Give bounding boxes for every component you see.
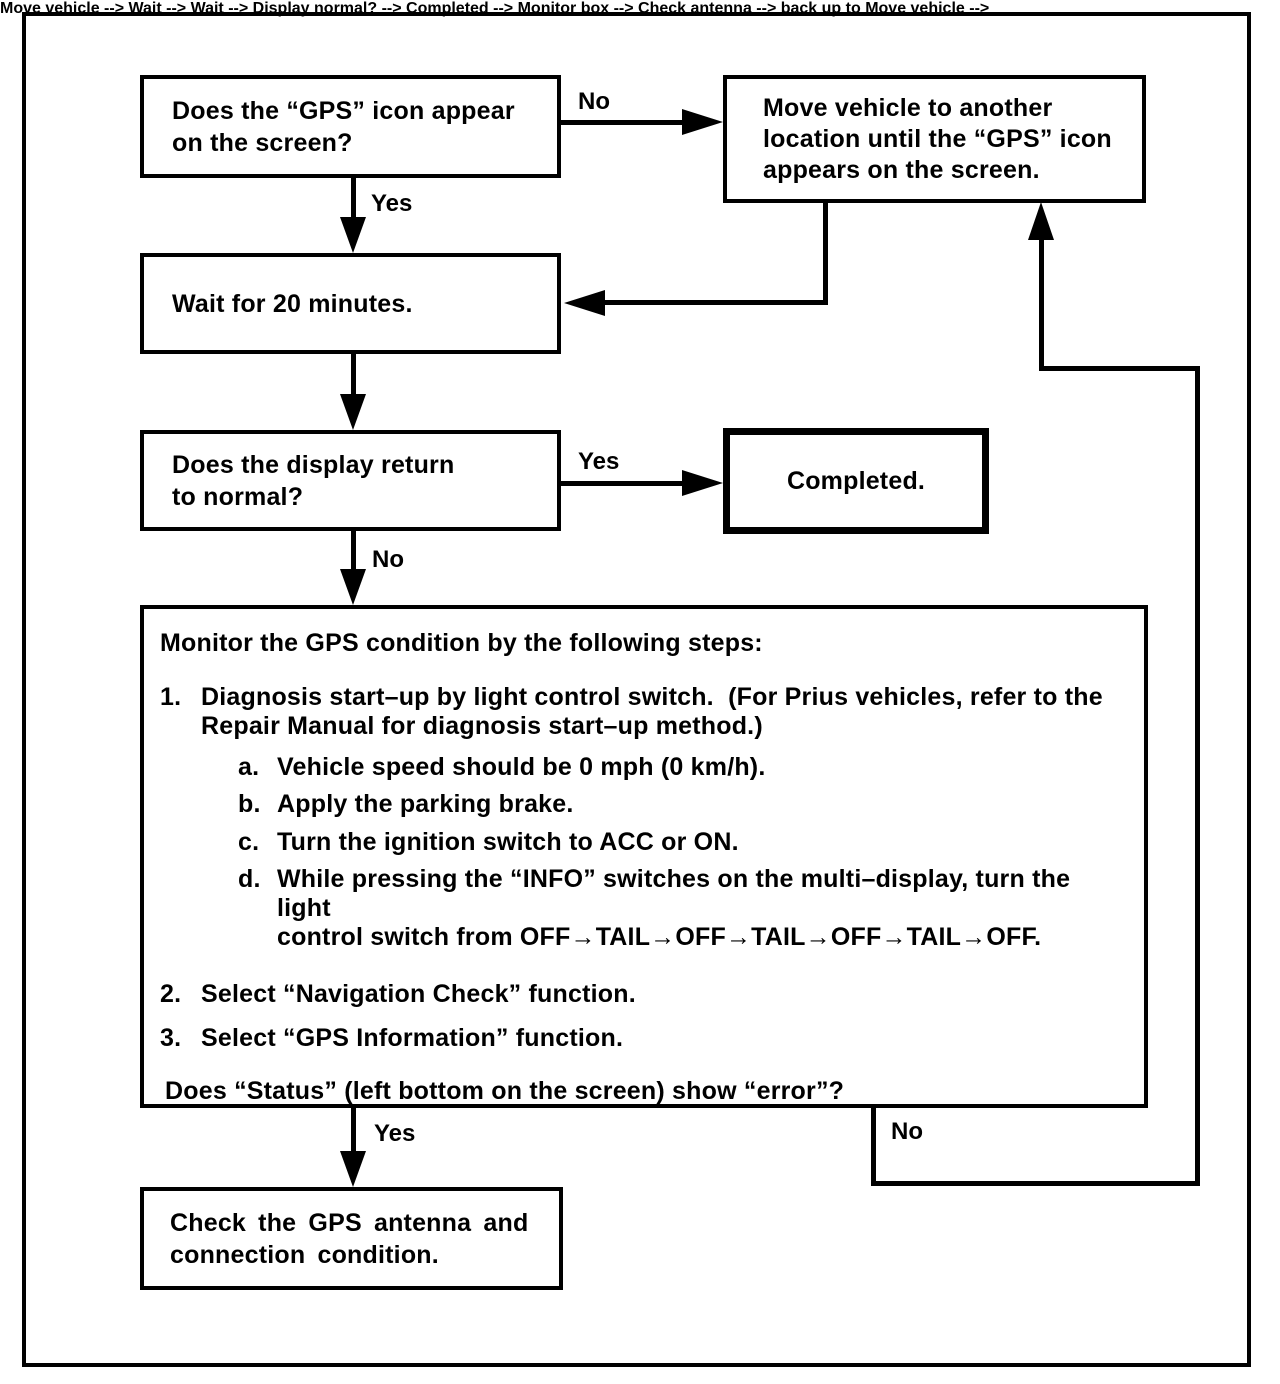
- connector-status-no-drop-line: [871, 1108, 876, 1186]
- process-move-vehicle-text: Move vehicle to another location until t…: [763, 93, 1112, 184]
- terminal-completed-box: Completed.: [723, 428, 989, 534]
- process-wait-box: Wait for 20 minutes.: [140, 253, 561, 354]
- outer-frame: [22, 12, 1251, 1367]
- process-monitor-gps-box: Monitor the GPS condition by the followi…: [140, 605, 1148, 1108]
- arrow-up-icon: [1028, 202, 1054, 240]
- arrow-down-icon: [340, 1151, 366, 1187]
- arrow-left-icon: [564, 290, 605, 316]
- connector-display-no-line: [351, 530, 356, 571]
- connector-gps-yes-line: [351, 177, 356, 219]
- decision-display-normal-text: Does the display return to normal?: [172, 450, 455, 511]
- connector-status-no-bottom-line: [871, 1181, 1200, 1186]
- connector-status-yes-line: [351, 1108, 356, 1153]
- decision-gps-icon-box: Does the “GPS” icon appear on the screen…: [140, 75, 561, 178]
- decision-display-normal-box: Does the display return to normal?: [140, 430, 561, 531]
- connector-status-no-up-line: [1039, 238, 1044, 371]
- monitor-substep-a: a. Vehicle speed should be 0 mph (0 km/h…: [238, 753, 766, 781]
- arrow-right-icon: [682, 470, 723, 496]
- monitor-substep-c: c. Turn the ignition switch to ACC or ON…: [238, 828, 739, 856]
- monitor-step-2: 2. Select “Navigation Check” function.: [160, 980, 636, 1008]
- label-gps-icon-yes: Yes: [371, 190, 413, 217]
- monitor-substep-d: d. While pressing the “INFO” switches on…: [238, 865, 1071, 951]
- arrow-down-icon: [340, 569, 366, 605]
- label-status-no: No: [891, 1118, 923, 1145]
- connector-status-no-riser-line: [1195, 366, 1200, 1186]
- arrow-right-icon: [682, 109, 723, 135]
- arrow-down-icon: [340, 394, 366, 430]
- decision-gps-icon-text: Does the “GPS” icon appear on the screen…: [172, 96, 515, 157]
- process-check-antenna-box: Check the GPS antenna and connection con…: [140, 1187, 563, 1290]
- connector-display-yes-line: [560, 481, 684, 486]
- connector-move-vehicle-drop-line: [823, 200, 828, 303]
- monitor-status-question: Does “Status” (left bottom on the screen…: [165, 1077, 845, 1105]
- label-gps-icon-no: No: [578, 88, 610, 115]
- process-wait-text: Wait for 20 minutes.: [172, 289, 413, 318]
- process-move-vehicle-box: Move vehicle to another location until t…: [723, 75, 1146, 203]
- connector-status-no-top-line: [1039, 366, 1200, 371]
- connector-gps-no-line: [560, 120, 684, 125]
- label-status-yes: Yes: [374, 1120, 416, 1147]
- terminal-completed-text: Completed.: [786, 467, 926, 495]
- monitor-step-1: 1. Diagnosis start–up by light control s…: [160, 683, 1103, 740]
- connector-wait-line: [351, 353, 356, 396]
- monitor-substep-b: b. Apply the parking brake.: [238, 790, 574, 818]
- arrow-down-icon: [340, 217, 366, 253]
- connector-move-vehicle-return-line: [600, 300, 828, 305]
- process-check-antenna-text: Check the GPS antenna and connection con…: [170, 1208, 529, 1269]
- monitor-title: Monitor the GPS condition by the followi…: [160, 629, 763, 657]
- monitor-step-3: 3. Select “GPS Information” function.: [160, 1024, 624, 1052]
- label-display-no: No: [372, 546, 404, 573]
- label-display-yes: Yes: [578, 448, 620, 475]
